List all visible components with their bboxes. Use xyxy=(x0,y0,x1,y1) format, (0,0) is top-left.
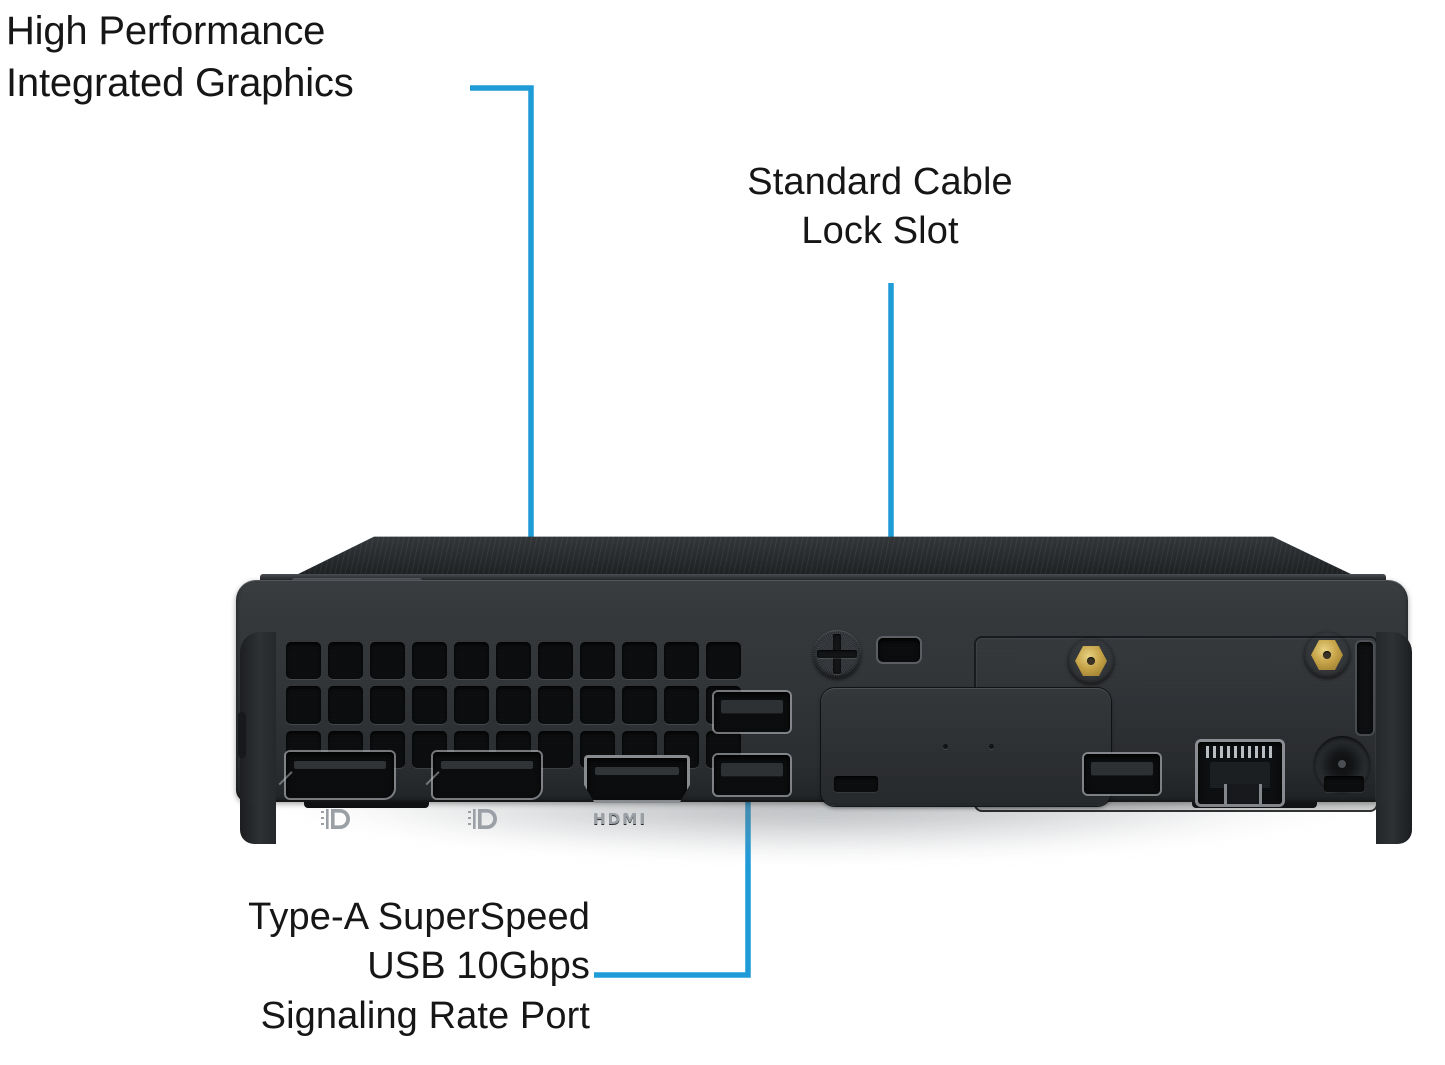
vent-grille xyxy=(286,642,741,768)
panel-dot xyxy=(943,744,948,749)
displayport-icon xyxy=(321,809,350,829)
thumbscrew-slot-horizontal xyxy=(817,650,857,658)
usb-a-right-port[interactable] xyxy=(1084,754,1160,794)
vent-cell xyxy=(706,642,741,680)
bottom-mini-vent xyxy=(834,776,878,792)
vent-cell xyxy=(496,642,531,680)
power-jack-center-pin xyxy=(1338,760,1346,768)
leader-graphics xyxy=(470,85,534,556)
vent-cell xyxy=(538,686,573,724)
usb-tongue xyxy=(721,700,783,713)
usb-a-lower-port[interactable] xyxy=(714,755,790,795)
device-ground-shadow xyxy=(272,792,1372,862)
device-top-lid xyxy=(290,536,1360,578)
vent-cell xyxy=(622,642,657,680)
usb-tongue xyxy=(721,763,783,776)
antenna-connector-2[interactable] xyxy=(1304,632,1350,678)
rj45-latch-tab xyxy=(1224,784,1262,807)
chassis-bezel-right xyxy=(1376,632,1412,844)
hdmi-port-label: HDMI xyxy=(593,810,648,828)
vent-cell xyxy=(454,642,489,680)
panel-dot xyxy=(989,744,994,749)
ethernet-rj45-port[interactable] xyxy=(1198,742,1282,807)
device-top-lip xyxy=(260,574,1386,583)
vent-cell xyxy=(286,686,321,724)
vent-cell xyxy=(538,730,573,768)
antenna-connector-1[interactable] xyxy=(1068,638,1114,684)
vent-cell xyxy=(412,642,447,680)
vent-cell xyxy=(664,642,699,680)
vent-cell xyxy=(286,642,321,680)
vent-cell xyxy=(580,686,615,724)
displayport-2-port[interactable] xyxy=(433,752,541,798)
hdmi-port-tongue xyxy=(595,767,679,775)
bezel-notch xyxy=(238,712,246,758)
hdmi-port[interactable] xyxy=(584,755,690,803)
vent-cell xyxy=(496,686,531,724)
vent-cell xyxy=(370,686,405,724)
displayport-icon xyxy=(468,809,497,829)
antenna-center-pin xyxy=(1087,657,1095,665)
mini-pc-device: HDMI xyxy=(232,534,1412,862)
usb-a-upper-port[interactable] xyxy=(714,692,790,732)
kensington-lock-slot[interactable] xyxy=(878,638,920,662)
displayport-1-port[interactable] xyxy=(286,752,394,798)
vent-cell xyxy=(580,642,615,680)
vent-cell xyxy=(328,686,363,724)
vent-cell xyxy=(412,686,447,724)
vent-cell xyxy=(454,686,489,724)
rj45-body xyxy=(1210,762,1270,788)
callout-label-usb-superspeed: Type-A SuperSpeed USB 10Gbps Signaling R… xyxy=(248,896,590,1037)
device-rear-face: HDMI xyxy=(236,580,1412,844)
vent-cell xyxy=(664,686,699,724)
callout-label-cable-lock: Standard Cable Lock Slot xyxy=(747,161,1013,252)
chassis-bezel-left xyxy=(238,632,276,844)
vent-cell xyxy=(622,686,657,724)
usb-tongue xyxy=(1091,762,1153,775)
vent-cell xyxy=(370,642,405,680)
antenna-center-pin xyxy=(1323,651,1331,659)
rj45-pins xyxy=(1206,746,1274,758)
callout-label-graphics: High Performance Integrated Graphics xyxy=(6,9,354,105)
bottom-mini-vent xyxy=(1324,776,1364,792)
thumbscrew[interactable] xyxy=(813,630,861,678)
vent-cell xyxy=(538,642,573,680)
right-edge-slot xyxy=(1357,642,1373,734)
vent-cell xyxy=(328,642,363,680)
